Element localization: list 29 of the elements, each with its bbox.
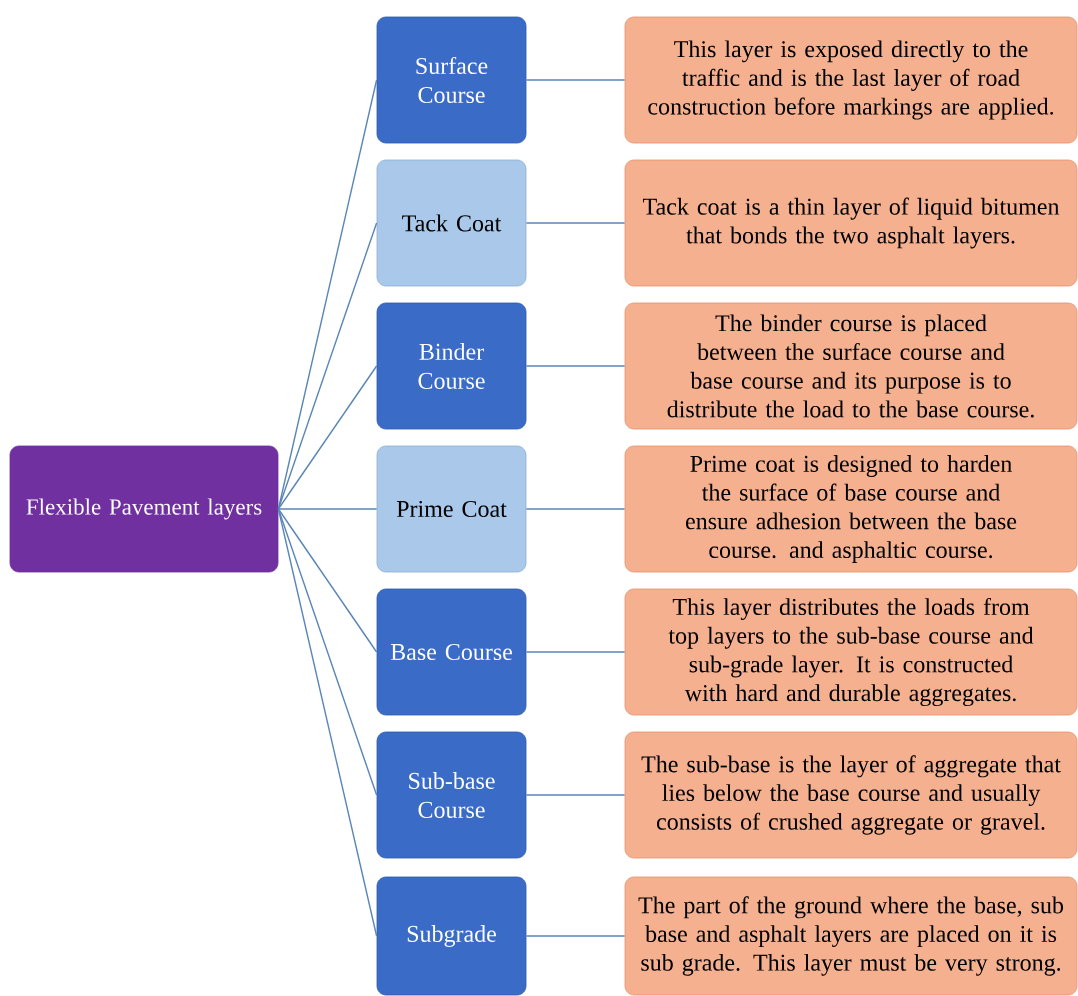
connector-line bbox=[525, 79, 626, 81]
description-box: Tack coat is a thin layer of liquid bitumen that bonds the two asphalt layers. bbox=[624, 159, 1078, 287]
connector-line bbox=[277, 508, 378, 653]
layer-box: Subgrade bbox=[376, 876, 527, 996]
layer-box: Surface Course bbox=[376, 16, 527, 144]
description-box: The part of the ground where the base, sub base and asphalt layers are placed on it is sub grade. This layer must be very strong. bbox=[624, 876, 1078, 996]
description-box: This layer distributes the loads from top layers to the sub-base course and sub-grade layer. It is constructed with hard and durable aggregates. bbox=[624, 588, 1078, 716]
connector-line bbox=[525, 935, 626, 937]
layer-box: Prime Coat bbox=[376, 445, 527, 573]
connector-line bbox=[525, 222, 626, 224]
connector-line bbox=[277, 508, 378, 510]
layer-box: Sub-base Course bbox=[376, 731, 527, 859]
connector-line bbox=[277, 508, 378, 937]
description-box: The binder course is placed between the surface course and base course and its purpose is to distribute the load to the base course. bbox=[624, 302, 1078, 430]
connector-line bbox=[277, 508, 378, 796]
connector-line bbox=[525, 794, 626, 796]
connector-line bbox=[525, 365, 626, 367]
description-box: The sub-base is the layer of aggregate that lies below the base course and usually consists of crushed aggregate or gravel. bbox=[624, 731, 1078, 859]
layer-box: Binder Course bbox=[376, 302, 527, 430]
connector-line bbox=[277, 79, 378, 510]
connector-line bbox=[277, 222, 378, 510]
root-box: Flexible Pavement layers bbox=[9, 445, 279, 573]
description-box: This layer is exposed directly to the traffic and is the last layer of road construction before markings are applied. bbox=[624, 16, 1078, 144]
connector-line bbox=[277, 365, 378, 510]
connector-line bbox=[525, 651, 626, 653]
description-box: Prime coat is designed to harden the surface of base course and ensure adhesion between the base course. and asphaltic course. bbox=[624, 445, 1078, 573]
layer-box: Base Course bbox=[376, 588, 527, 716]
layer-box: Tack Coat bbox=[376, 159, 527, 287]
connector-line bbox=[525, 508, 626, 510]
